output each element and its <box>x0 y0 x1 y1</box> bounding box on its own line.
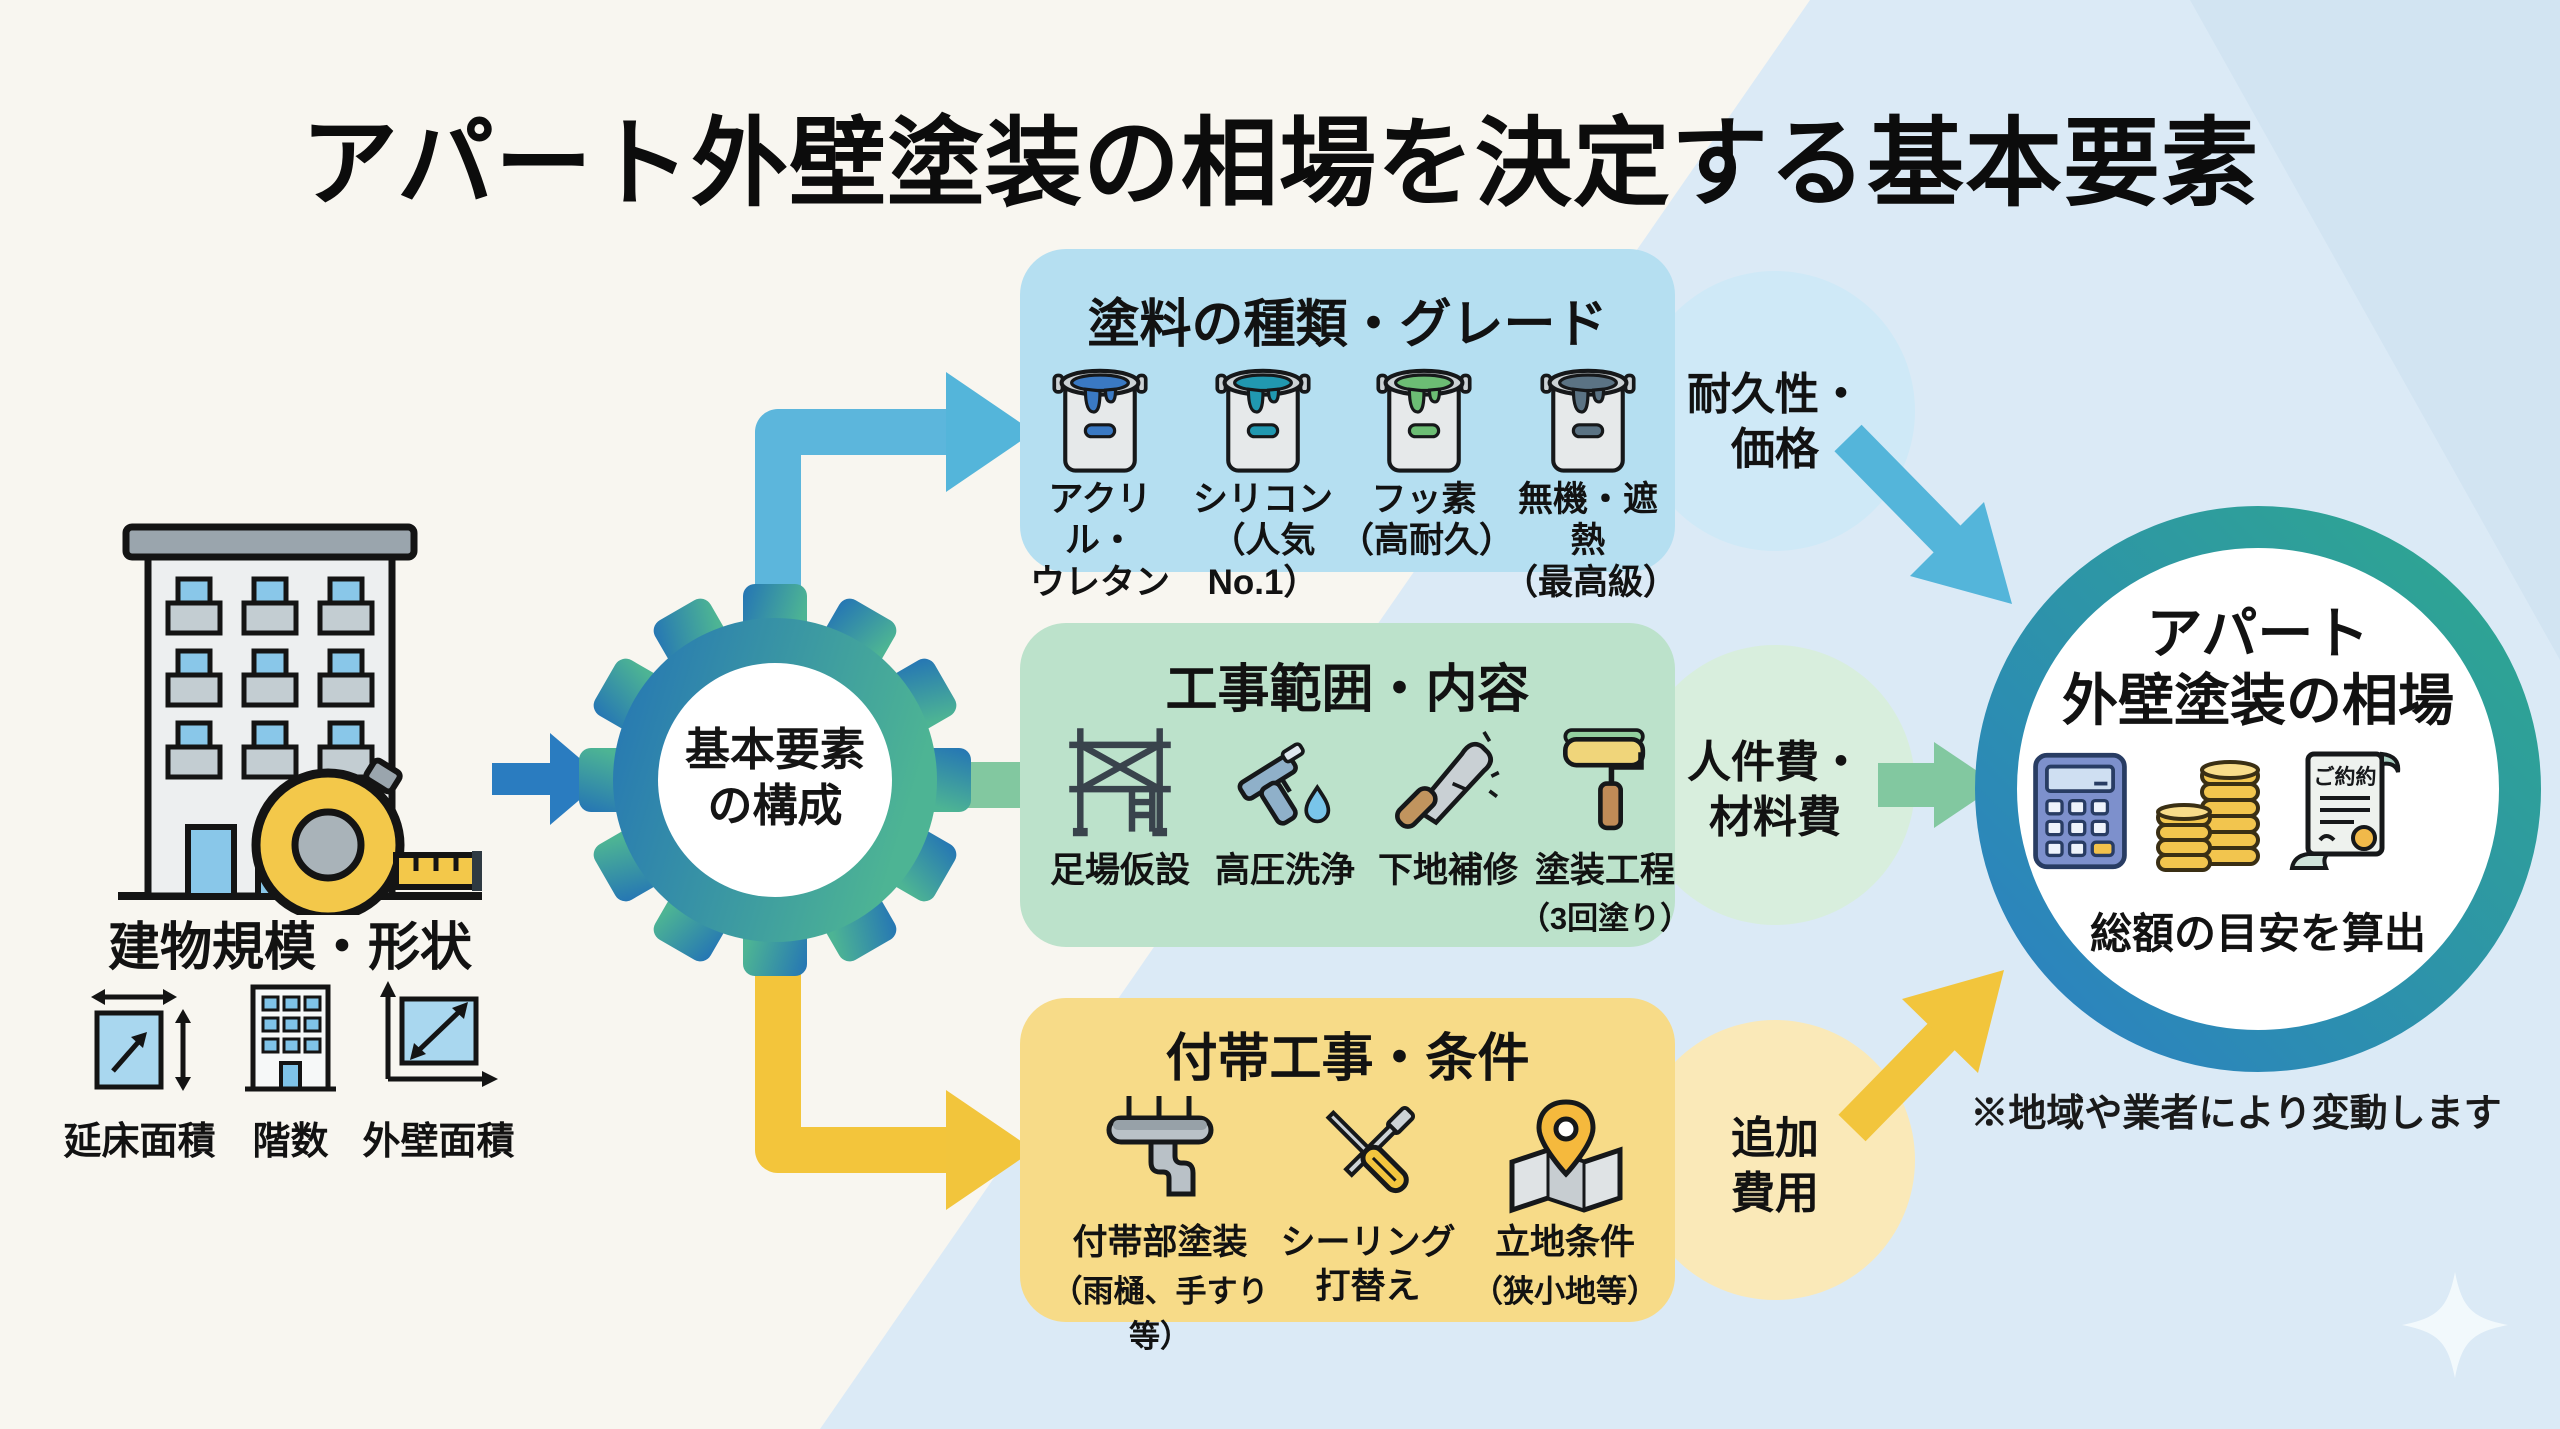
connector-gear-to-paint <box>755 372 1034 616</box>
arrow-additional-to-result <box>1838 970 2004 1142</box>
work-item-sub: （3回塗り） <box>1518 901 1692 936</box>
arrow-building-to-gear <box>492 733 604 825</box>
extra-outcome-bulge <box>1635 1020 1915 1300</box>
metric-label-floors: 階数 <box>252 1121 329 1163</box>
paint-can-fluorine-icon <box>1376 368 1472 473</box>
result-title: アパート外壁塗装の相場 <box>2062 602 2454 733</box>
result-note: ※地域や業者により変動します <box>1970 1093 2502 1135</box>
extra-item-sub: （狭小地等） <box>1472 1274 1658 1309</box>
location-pin-icon <box>1509 1099 1623 1214</box>
paint-item-label: フッ素（高耐久） <box>1339 480 1515 561</box>
paint-can-acrylic-icon <box>1052 368 1148 473</box>
extra-item-sub: （雨樋、手すり等） <box>1051 1274 1269 1354</box>
trowel-icon <box>1395 730 1500 829</box>
building-icon <box>118 523 482 915</box>
arrow-durability-to-result <box>1834 424 2012 604</box>
paint-outcome-bulge <box>1635 271 1915 551</box>
gutter-icon <box>1106 1096 1214 1197</box>
work-item-label: 下地補修 <box>1377 851 1518 890</box>
metric-label-wall-area: 外壁面積 <box>362 1121 515 1163</box>
result-caption: 総額の目安を算出 <box>2089 910 2426 957</box>
svg-text:ご約約: ご約約 <box>2314 765 2377 789</box>
building-scale-label: 建物規模・形状 <box>107 919 472 977</box>
pressure-washer-icon <box>1237 742 1331 826</box>
extra-item-sub-big: 打替え <box>1315 1267 1421 1306</box>
gear-icon <box>579 584 971 976</box>
calculator-icon <box>2033 752 2127 870</box>
contract-icon: ご約約 <box>2289 751 2401 870</box>
floors-icon <box>245 984 336 1092</box>
work-box-title: 工事範囲・内容 <box>1165 661 1530 719</box>
work-box <box>1020 623 1675 947</box>
coins-icon <box>2156 760 2260 872</box>
paint-roller-icon <box>1563 728 1646 831</box>
scaffold-icon <box>1069 728 1171 837</box>
extra-item-label: シーリング <box>1280 1223 1456 1262</box>
work-outcome-label: 人件費・材料費 <box>1687 738 1863 842</box>
paint-item-label: 無機・遮熱（最高級） <box>1503 480 1679 602</box>
extra-box-title: 付帯工事・条件 <box>1165 1030 1530 1088</box>
paint-outcome-label: 耐久性・価格 <box>1687 370 1863 474</box>
work-item-label: 高圧洗浄 <box>1214 851 1355 890</box>
paint-box-title: 塗料の種類・グレード <box>1087 296 1608 354</box>
work-item-label: 塗装工程 <box>1534 851 1675 890</box>
floor-area-icon <box>91 989 191 1091</box>
wall-area-icon <box>380 981 498 1087</box>
extra-item-label: 付帯部塗装 <box>1072 1223 1248 1262</box>
tape-measure-icon <box>251 757 482 915</box>
metric-label-floor-area: 延床面積 <box>63 1121 216 1163</box>
gear-label: 基本要素 の構成 <box>684 724 865 832</box>
sparkle-icon <box>2402 1272 2508 1378</box>
connector-gear-to-extra <box>755 944 1034 1210</box>
page-title: アパート外壁塗装の相場を決定する基本要素 <box>300 109 2260 218</box>
extra-outcome-label: 追加費用 <box>1731 1114 1819 1218</box>
paint-item-label: シリコン（人気No.1） <box>1192 480 1333 602</box>
paint-can-inorganic-icon <box>1540 368 1636 473</box>
arrow-labor-to-result <box>1878 742 1998 828</box>
paint-can-silicone-icon <box>1215 368 1311 473</box>
paint-item-label: アクリル・ウレタン <box>1029 480 1170 602</box>
sealant-tools-icon <box>1325 1105 1416 1194</box>
work-item-label: 足場仮設 <box>1049 851 1190 890</box>
work-outcome-bulge <box>1635 645 1915 925</box>
extra-item-label: 立地条件 <box>1494 1223 1635 1262</box>
